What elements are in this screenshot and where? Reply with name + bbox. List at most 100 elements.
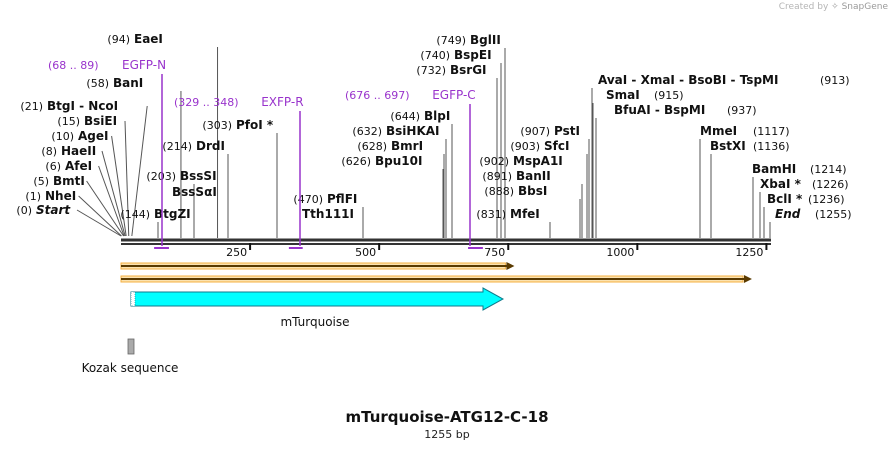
site-label: BlpI (424, 109, 450, 123)
site-leader (124, 120, 130, 237)
site-position: (144) (120, 208, 150, 221)
site-position: (891) (482, 170, 512, 183)
site-position: (58) (86, 77, 109, 90)
ruler-tick-label: 250 (226, 246, 247, 259)
site-position: (6) (45, 160, 61, 173)
site-leader (98, 165, 125, 237)
site-position: (21) (20, 100, 43, 113)
site-position: (888) (484, 185, 514, 198)
snapgene-credit: Created by ✧ SnapGene (779, 2, 888, 12)
site-position: (626) (341, 155, 371, 168)
site-position: (303) (202, 119, 232, 132)
site-position: (8) (41, 145, 57, 158)
site-position: (903) (510, 140, 540, 153)
site-position: (1255) (815, 208, 852, 221)
site-leader (76, 209, 122, 237)
primer-range: (676 .. 697) (345, 89, 410, 102)
site-position: (907) (520, 125, 550, 138)
primer-range: (68 .. 89) (48, 59, 99, 72)
site-position: (915) (654, 89, 684, 102)
site-label-haeii: HaeII (61, 144, 96, 158)
site-label: MspA1I (513, 154, 563, 168)
site-label: Tth111I (302, 207, 354, 221)
primer-range: (329 .. 348) (174, 96, 239, 109)
site-label-bani: BanI (113, 76, 143, 90)
ruler-tick-label: 1000 (606, 246, 634, 259)
site-position: (10) (51, 130, 74, 143)
site-position: (644) (390, 110, 420, 123)
mturquoise-feature-arrow (130, 287, 505, 311)
site-position: (937) (727, 104, 757, 117)
site-leader (101, 150, 126, 237)
ruler-tick-label: 500 (355, 246, 376, 259)
site-position: (732) (416, 64, 446, 77)
site-leader (86, 180, 124, 237)
site-label: BssSαI (172, 185, 217, 199)
site-position: (632) (352, 125, 382, 138)
site-position: (740) (420, 49, 450, 62)
site-label: MfeI (510, 207, 540, 221)
site-label-start: Start (36, 203, 71, 217)
ruler-tick-label: 750 (484, 246, 505, 259)
site-position: (1117) (753, 125, 790, 138)
site-position: (1236) (808, 193, 845, 206)
feature-label-mturquoise: mTurquoise (280, 315, 349, 329)
site-label: BtgZI (154, 207, 191, 221)
site-label-afei: AfeI (65, 159, 92, 173)
site-label: End (775, 207, 801, 221)
site-label: BsiHKAI (386, 124, 440, 138)
site-leader (111, 135, 127, 237)
site-position: (0) (16, 204, 32, 217)
site-position: (470) (293, 193, 323, 206)
site-label: BspEI (454, 48, 492, 62)
site-label: DrdI (196, 139, 225, 153)
site-label: BglII (470, 33, 501, 47)
site-position: (203) (146, 170, 176, 183)
map-subtitle: 1255 bp (424, 428, 470, 441)
site-label: Bpu10I (375, 154, 422, 168)
ruler-tick-label: 1250 (735, 246, 763, 259)
site-position: (831) (476, 208, 506, 221)
site-label: BclI * (767, 192, 803, 206)
site-label: BbsI (518, 184, 547, 198)
site-position: (5) (33, 175, 49, 188)
site-label-bmti: BmtI (53, 174, 85, 188)
site-position: (214) (162, 140, 192, 153)
orf-arrowhead-icon (506, 262, 515, 270)
site-position: (15) (57, 115, 80, 128)
site-label: BanII (516, 169, 551, 183)
site-leader (131, 105, 148, 237)
site-label: BstXI (710, 139, 746, 153)
site-position: (1214) (810, 163, 847, 176)
site-position: (94) (107, 33, 130, 46)
site-position: (1136) (753, 140, 790, 153)
site-position: (1) (25, 190, 41, 203)
site-label: BamHI (752, 162, 796, 176)
site-position: (1226) (812, 178, 849, 191)
kozak-feature-box (127, 338, 135, 355)
credit-text: Created by (778, 2, 829, 12)
site-position: (628) (357, 140, 387, 153)
site-label: XbaI * (760, 177, 802, 191)
site-label: MmeI (700, 124, 737, 138)
site-position: (749) (436, 34, 466, 47)
site-position: (913) (820, 74, 850, 87)
site-label: BsrGI (450, 63, 487, 77)
site-position: (902) (479, 155, 509, 168)
site-label-bsiei: BsiEI (84, 114, 117, 128)
site-label: BssSI (180, 169, 217, 183)
snapgene-logo-icon: ✧ (831, 2, 839, 12)
orf-arrowhead-icon (743, 275, 752, 283)
site-label: PfoI * (236, 118, 274, 132)
site-label-eaei: EaeI (134, 32, 163, 46)
site-label-btgi: BtgI - NcoI (47, 99, 118, 113)
site-label: BfuAI - BspMI (614, 103, 705, 117)
sequence-map: 250 500 750 1000 1250 Start (0) NheI (1) BmtI (5) A… (16, 32, 852, 375)
primer-name: EGFP-C (432, 88, 475, 102)
site-label: SfcI (544, 139, 569, 153)
map-title: mTurquoise-ATG12-C-18 (345, 408, 549, 426)
site-label: BmrI (391, 139, 423, 153)
site-label: SmaI (606, 88, 640, 102)
site-label-nhei: NheI (45, 189, 76, 203)
primer-name: EGFP-N (122, 58, 166, 72)
